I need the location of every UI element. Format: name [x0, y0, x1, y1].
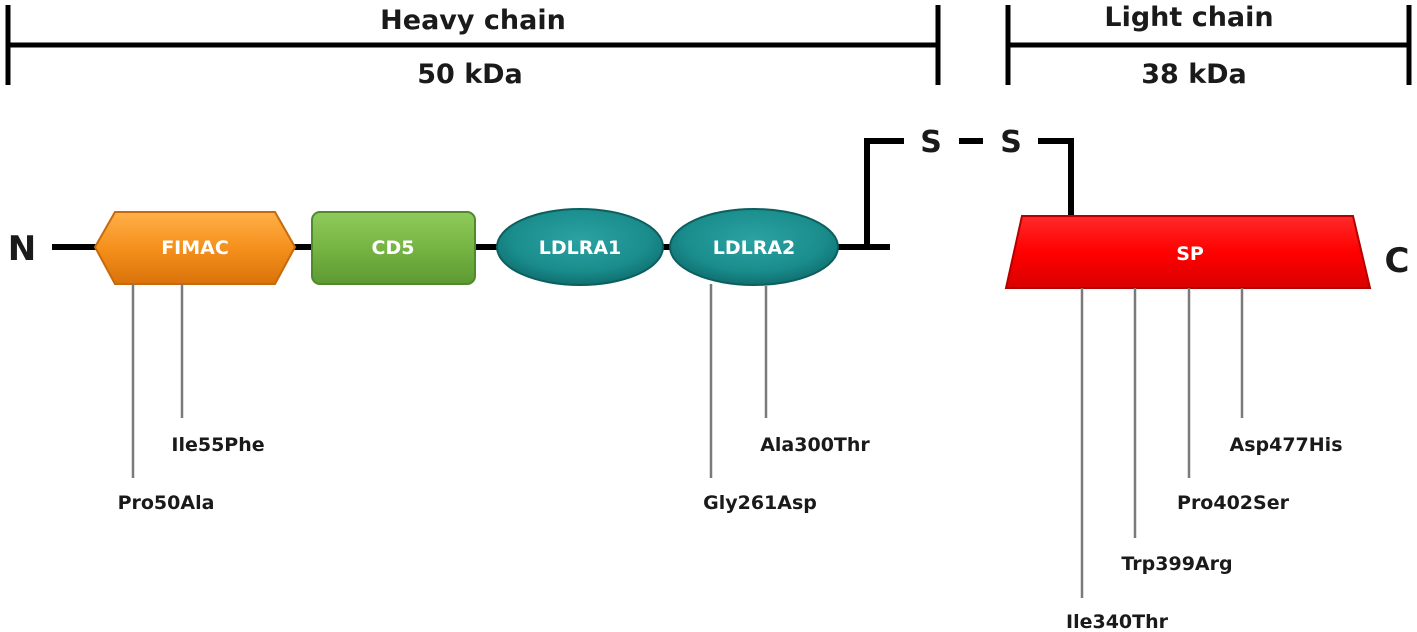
light-chain-title: Light chain: [1104, 2, 1273, 33]
ldlra2-domain-label: LDLRA2: [713, 237, 796, 259]
sulfur-atom-light: S: [1000, 125, 1022, 160]
light-chain-mass: 38 kDa: [1141, 59, 1247, 90]
light-chain-bracket: [1005, 5, 1412, 85]
disulfide-linker-right: [1038, 138, 1074, 216]
heavy-chain-bracket: [5, 5, 941, 85]
disulfide-linker-left: [864, 138, 904, 247]
sulfur-atom-heavy: S: [920, 125, 942, 160]
n-terminus-label: N: [8, 229, 36, 269]
sp-domain: SP: [1004, 215, 1372, 289]
fimac-domain: FIMAC: [93, 211, 297, 285]
mutation-label-asp477his: Asp477His: [1230, 434, 1343, 456]
heavy-chain-title: Heavy chain: [380, 5, 566, 36]
mutation-label-trp399arg: Trp399Arg: [1121, 553, 1232, 575]
cd5-domain-label: CD5: [372, 237, 415, 259]
mutation-label-ile55phe: Ile55Phe: [171, 434, 264, 456]
mutation-label-pro50ala: Pro50Ala: [118, 492, 215, 514]
fimac-domain-label: FIMAC: [161, 237, 229, 259]
sp-domain-label: SP: [1176, 243, 1204, 265]
ldlra1-domain: LDLRA1: [496, 208, 664, 286]
mutation-label-gly261asp: Gly261Asp: [703, 492, 817, 514]
mutation-label-pro402ser: Pro402Ser: [1177, 492, 1290, 514]
mutation-label-ile340thr: Ile340Thr: [1066, 611, 1169, 632]
ldlra1-domain-label: LDLRA1: [539, 237, 622, 259]
heavy-chain-mass: 50 kDa: [417, 59, 523, 90]
c-terminus-label: C: [1385, 241, 1410, 281]
ldlra2-domain: LDLRA2: [669, 208, 839, 286]
mutation-label-ala300thr: Ala300Thr: [760, 434, 870, 456]
cd5-domain: CD5: [311, 211, 476, 285]
